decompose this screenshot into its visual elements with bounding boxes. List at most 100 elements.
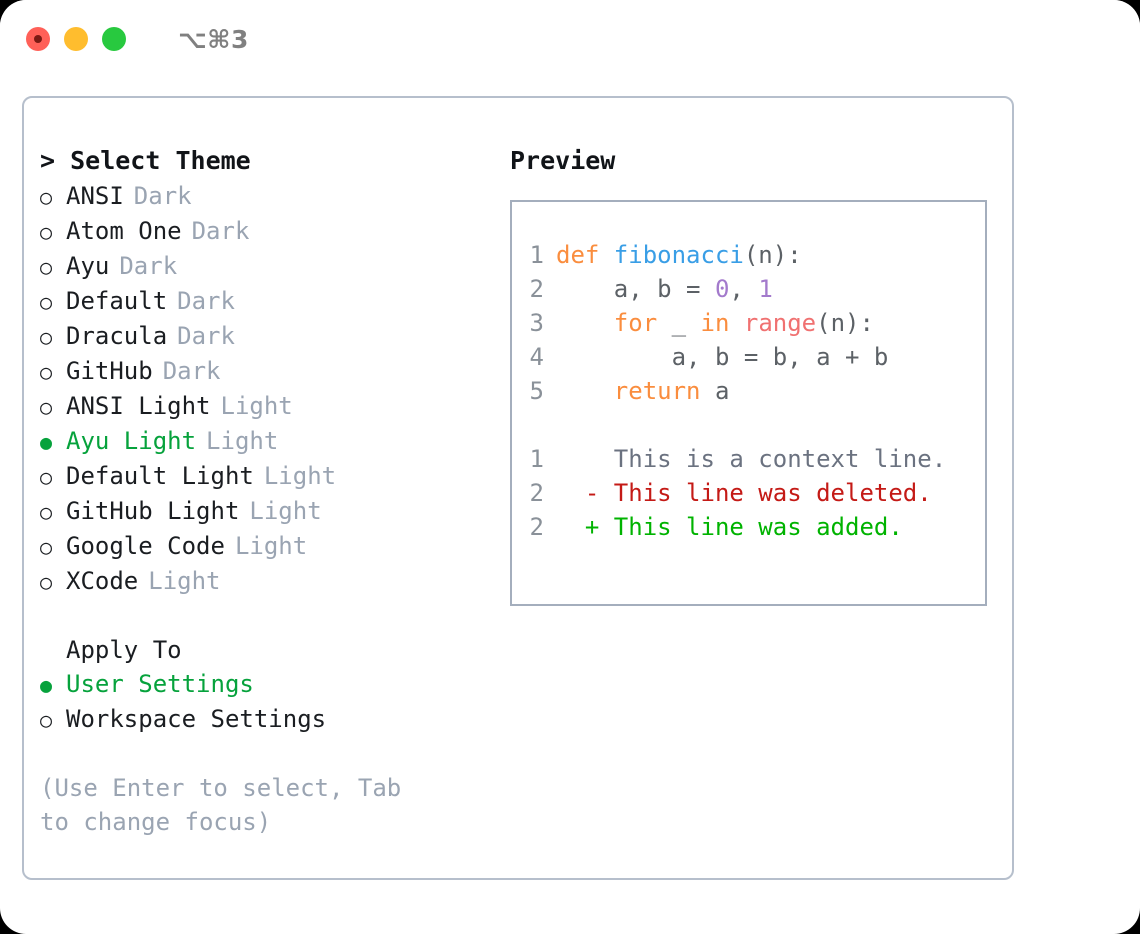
diff-marker: - [556, 479, 600, 507]
apply-option-label: Workspace Settings [66, 705, 327, 733]
diff-line: 1 This is a context line. [526, 442, 985, 476]
traffic-lights [26, 27, 126, 51]
radio-unselected-icon: ○ [40, 290, 53, 314]
keyboard-shortcut-label: ⌥⌘3 [178, 24, 249, 54]
code-token: for [613, 309, 658, 337]
hint-spacer [40, 737, 502, 771]
radio-unselected-icon: ○ [40, 360, 53, 384]
code-line-number: 5 [529, 377, 544, 405]
theme-option-ayu[interactable]: ○ Ayu Dark [40, 249, 502, 284]
minimize-button-icon[interactable] [64, 27, 88, 51]
code-token: def [556, 241, 614, 269]
section-spacer [40, 599, 502, 633]
diff-line-number: 2 [529, 513, 544, 541]
radio-selected-icon: ● [40, 673, 53, 697]
theme-option-label: XCode [66, 567, 139, 595]
radio-unselected-icon: ○ [40, 255, 53, 279]
diff-marker [556, 442, 599, 476]
code-line-number: 3 [529, 309, 544, 337]
code-token [556, 306, 614, 340]
radio-selected-icon: ● [40, 430, 53, 454]
diff-marker: + [556, 513, 600, 541]
theme-variant-tag: Light [234, 532, 308, 560]
code-line-number: 2 [529, 275, 544, 303]
diff-line-number: 2 [529, 479, 544, 507]
theme-option-label: ANSI Light [66, 392, 211, 420]
theme-option-github[interactable]: ○ GitHub Dark [40, 354, 502, 389]
apply-option-label: User Settings [66, 670, 254, 698]
theme-variant-tag: Dark [133, 182, 192, 210]
theme-option-label: ANSI [66, 182, 124, 210]
code-line: 3 for _ in range(n): [526, 306, 985, 340]
zoom-button-icon[interactable] [102, 27, 126, 51]
radio-unselected-icon: ○ [40, 395, 53, 419]
theme-option-label: GitHub [66, 357, 153, 385]
code-token [556, 374, 614, 408]
diff-text: This line was deleted. [599, 479, 932, 507]
code-token: a, b = b, a + b [556, 343, 889, 371]
diff-line-number: 1 [529, 445, 544, 473]
theme-variant-tag: Light [263, 462, 337, 490]
apply-to-heading: Apply To [66, 636, 182, 664]
radio-unselected-icon: ○ [40, 500, 53, 524]
theme-option-label: Default Light [66, 462, 254, 490]
code-line: 5 return a [526, 374, 985, 408]
theme-option-label: Atom One [66, 217, 182, 245]
code-token: a, b = [556, 275, 715, 303]
theme-variant-tag: Dark [177, 287, 235, 315]
theme-option-ansi[interactable]: ○ ANSI Dark [40, 179, 502, 214]
keyboard-hint-text: (Use Enter to select, Tab to change focu… [40, 774, 402, 836]
code-line-number: 4 [529, 343, 544, 371]
diff-line: 2 + This line was added. [526, 510, 985, 544]
theme-option-default-light[interactable]: ○ Default Light Light [40, 459, 502, 494]
radio-unselected-icon: ○ [40, 570, 53, 594]
theme-variant-tag: Light [249, 497, 322, 525]
theme-variant-tag: Light [148, 567, 221, 595]
theme-variant-tag: Dark [162, 357, 221, 385]
close-button-icon[interactable] [26, 27, 50, 51]
radio-unselected-icon: ○ [40, 708, 53, 732]
title-bar: ⌥⌘3 [0, 0, 1140, 78]
code-token: (n): [816, 309, 874, 337]
code-token: , [729, 275, 759, 303]
code-token: in [700, 309, 730, 337]
code-token: fibonacci [613, 241, 744, 269]
theme-option-atom-one[interactable]: ○ Atom One Dark [40, 214, 502, 249]
code-line: 4 a, b = b, a + b [526, 340, 985, 374]
code-token: 0 [714, 275, 730, 303]
radio-unselected-icon: ○ [40, 185, 53, 209]
code-token [729, 306, 743, 340]
code-line: 2 a, b = 0, 1 [526, 272, 985, 306]
theme-option-label: Ayu [66, 252, 110, 280]
radio-unselected-icon: ○ [40, 535, 53, 559]
theme-variant-tag: Dark [191, 217, 250, 245]
code-token: range [743, 309, 817, 337]
code-token: 1 [758, 275, 773, 303]
theme-variant-tag: Dark [119, 252, 178, 280]
code-line-number: 1 [529, 241, 544, 269]
radio-unselected-icon: ○ [40, 220, 53, 244]
apply-option-user-settings[interactable]: ● User Settings [40, 667, 502, 702]
apply-to-list[interactable]: ● User Settings ○ Workspace Settings [40, 667, 502, 737]
select-theme-heading: > Select Theme [40, 146, 251, 175]
theme-variant-tag: Dark [177, 322, 235, 350]
radio-unselected-icon: ○ [40, 465, 53, 489]
theme-option-label: Dracula [66, 322, 168, 350]
theme-option-label: Ayu Light [66, 427, 197, 455]
apply-option-workspace-settings[interactable]: ○ Workspace Settings [40, 702, 502, 737]
preview-heading: Preview [510, 146, 616, 175]
diff-line: 2 - This line was deleted. [526, 476, 985, 510]
theme-option-xcode[interactable]: ○ XCode Light [40, 564, 502, 599]
